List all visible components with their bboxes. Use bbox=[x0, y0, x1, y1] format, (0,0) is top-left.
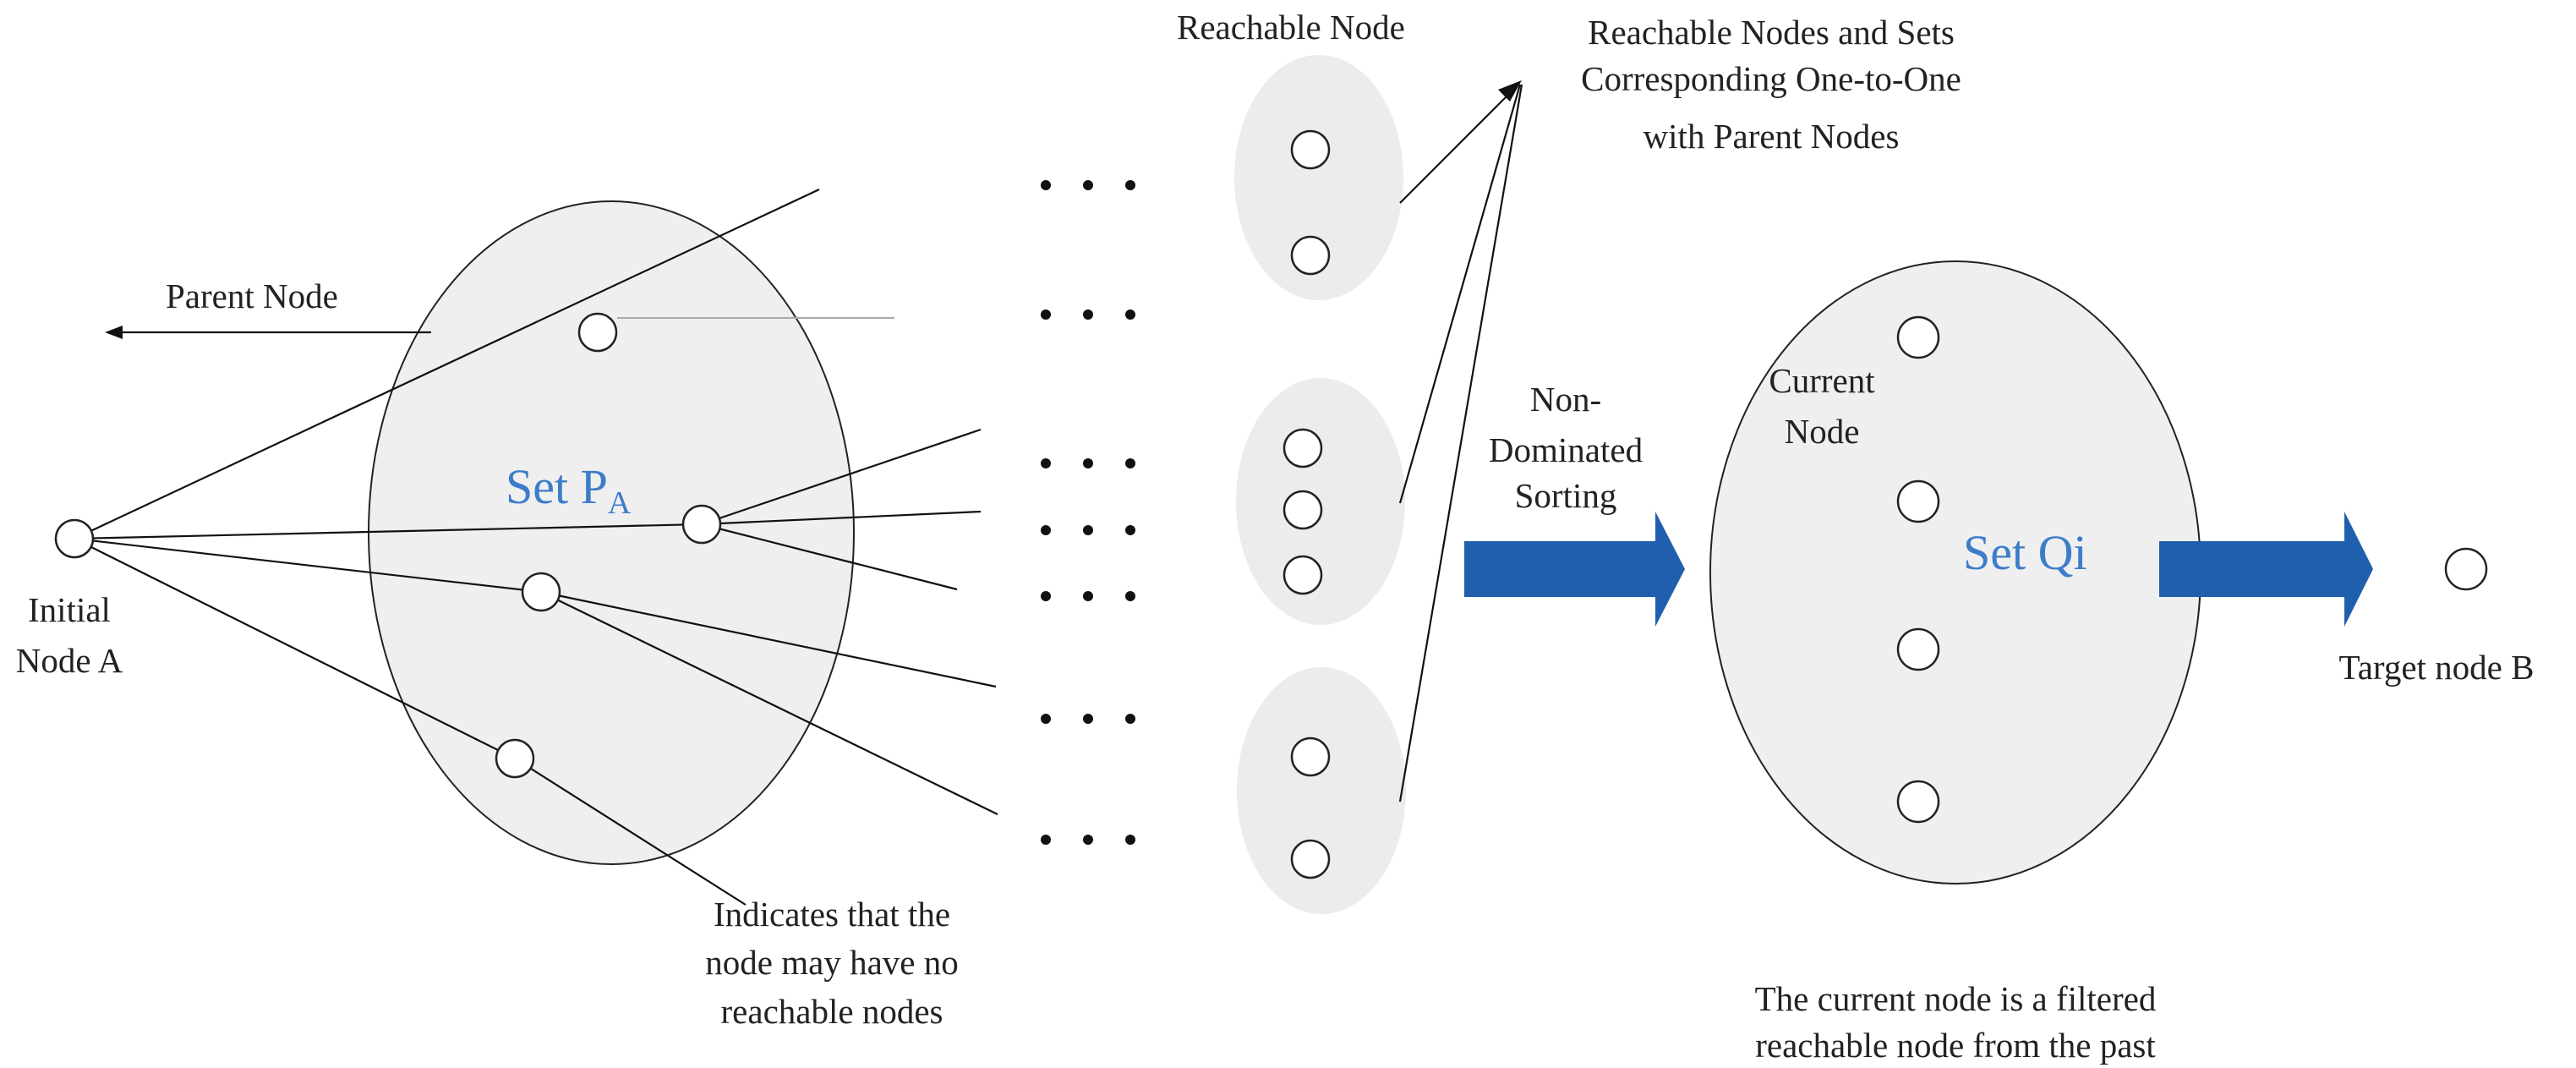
set-qi-region bbox=[1709, 260, 2201, 885]
reachable-node-2c bbox=[1283, 555, 1323, 595]
reachable-node-2b bbox=[1283, 490, 1323, 530]
edge-a-lower bbox=[74, 537, 542, 594]
reachable-node-1b bbox=[1290, 235, 1331, 276]
edge-a-bottom bbox=[74, 538, 516, 759]
no-reachable-note-line3: reachable nodes bbox=[721, 992, 943, 1031]
ellipsis-row-6 bbox=[1041, 714, 1135, 724]
target-node-b bbox=[2444, 547, 2488, 591]
target-node-label: Target node B bbox=[2339, 648, 2535, 687]
sorting-block-arrow bbox=[1464, 512, 1685, 627]
qi-node-4 bbox=[1896, 780, 1940, 824]
edge-mid-branch-2 bbox=[701, 510, 982, 526]
set-pa-label-subscript: A bbox=[608, 485, 632, 521]
edge-a-mid bbox=[74, 523, 703, 540]
parent-node bbox=[577, 312, 618, 353]
ellipsis-row-1 bbox=[1041, 180, 1135, 190]
no-reachable-note-line2: node may have no bbox=[705, 943, 958, 982]
reachable-node-1a bbox=[1290, 129, 1331, 170]
pa-node-3 bbox=[521, 572, 561, 612]
reachable-sets-label-line2: Corresponding One-to-One bbox=[1581, 59, 1961, 98]
non-dominated-label-line2: Dominated bbox=[1489, 430, 1643, 469]
reachable-sets-label-line3: with Parent Nodes bbox=[1643, 117, 1900, 156]
set-pa-label-main: Set P bbox=[506, 459, 608, 514]
ellipsis-row-7 bbox=[1041, 835, 1135, 845]
edge-lower-branch-1 bbox=[540, 590, 997, 688]
initial-node-a bbox=[54, 518, 95, 559]
set-pa-label: Set PA bbox=[506, 459, 632, 521]
reachable-set-3 bbox=[1237, 667, 1406, 914]
reachable-set-2 bbox=[1236, 378, 1405, 625]
current-node-label-line2: Node bbox=[1785, 412, 1860, 451]
initial-node-label-line2: Node A bbox=[16, 641, 123, 680]
filtered-note-line1: The current node is a filtered bbox=[1755, 979, 2157, 1018]
pa-node-4 bbox=[495, 738, 535, 779]
edge-bottom-branch bbox=[514, 758, 747, 906]
edge-a-top bbox=[74, 189, 820, 539]
qi-node-2 bbox=[1896, 479, 1940, 523]
reachable-set-1 bbox=[1234, 55, 1403, 300]
ellipsis-row-4 bbox=[1041, 525, 1135, 535]
initial-node-label-line1: Initial bbox=[28, 590, 111, 629]
non-dominated-label-line3: Sorting bbox=[1515, 476, 1617, 515]
output-block-arrow bbox=[2159, 512, 2373, 627]
annotation-line-2 bbox=[1398, 84, 1522, 504]
current-node bbox=[1896, 315, 1940, 359]
non-dominated-label-line1: Non- bbox=[1530, 380, 1601, 419]
annotation-arrowhead bbox=[1498, 80, 1522, 101]
no-reachable-note-line1: Indicates that the bbox=[714, 895, 950, 934]
reachable-sets-label-line1: Reachable Nodes and Sets bbox=[1588, 13, 1955, 52]
reachable-node-label: Reachable Node bbox=[1177, 8, 1405, 47]
annotation-line-3 bbox=[1398, 84, 1523, 802]
current-node-label-line1: Current bbox=[1769, 361, 1875, 400]
edge-mid-branch-3 bbox=[701, 523, 958, 591]
set-pa-region bbox=[368, 200, 855, 865]
ellipsis-row-5 bbox=[1041, 591, 1135, 601]
reachable-node-3b bbox=[1290, 839, 1331, 879]
reachable-node-2a bbox=[1283, 428, 1323, 468]
annotation-line-1 bbox=[1399, 87, 1516, 204]
ellipsis-row-3 bbox=[1041, 458, 1135, 468]
parent-node-arrowhead bbox=[105, 326, 123, 339]
qi-node-3 bbox=[1896, 627, 1940, 671]
parent-node-label: Parent Node bbox=[166, 277, 338, 315]
edge-mid-branch-1 bbox=[701, 428, 982, 526]
pa-node-2 bbox=[681, 504, 722, 545]
filtered-note-line2: reachable node from the past bbox=[1755, 1026, 2156, 1065]
ellipsis-row-2 bbox=[1041, 309, 1135, 320]
edge-lower-branch-2 bbox=[540, 591, 998, 815]
reachable-node-3a bbox=[1290, 737, 1331, 777]
set-qi-label: Set Qi bbox=[1963, 525, 2087, 580]
